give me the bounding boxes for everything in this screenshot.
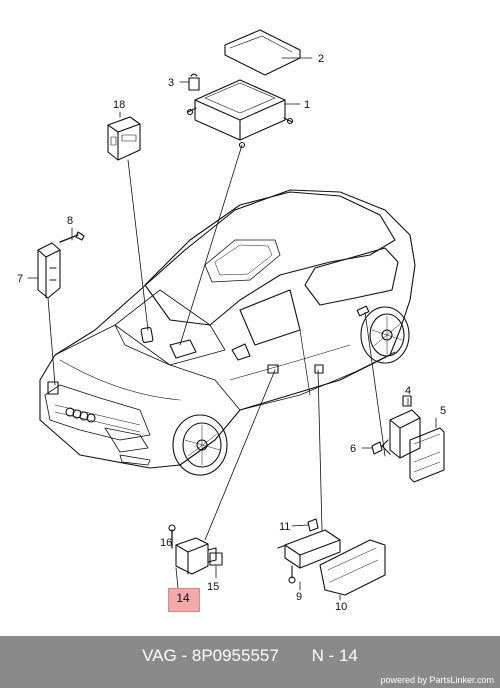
highlighted-part-box[interactable] xyxy=(168,588,200,612)
control-unit-part-1 xyxy=(186,79,294,149)
callout-5: 5 xyxy=(440,405,446,417)
switch-part-18 xyxy=(107,116,141,161)
callout-4: 4 xyxy=(405,385,411,397)
callout-6: 6 xyxy=(350,443,356,455)
bolt-part-8 xyxy=(59,234,79,243)
bracket-part-10 xyxy=(319,539,386,596)
part-number[interactable]: 8P0955557 xyxy=(191,646,279,665)
cover-part-5 xyxy=(409,427,445,483)
callout-8: 8 xyxy=(67,215,73,227)
brand-text: VAG - xyxy=(142,646,192,665)
brand-label: VAG - 8P0955557 xyxy=(142,646,279,665)
car-illustration xyxy=(39,189,416,476)
screw-part-11 xyxy=(307,518,319,532)
callout-3: 3 xyxy=(168,77,174,89)
callout-15: 15 xyxy=(207,581,219,593)
callout-10: 10 xyxy=(335,601,347,613)
bolt-part-6 xyxy=(371,441,383,455)
callout-9: 9 xyxy=(296,591,302,603)
credit-link[interactable]: powered by PartsLinker.com xyxy=(380,675,494,685)
position-label: N - 14 xyxy=(311,646,358,665)
door-sensor-part-9 xyxy=(277,529,341,584)
parts-diagram: 2 1 3 18 8 7 4 5 6 11 9 10 16 15 xyxy=(17,29,446,613)
nut-part-3 xyxy=(188,77,200,91)
callout-2: 2 xyxy=(318,53,324,65)
callout-7: 7 xyxy=(17,273,23,285)
side-sensor-part-4 xyxy=(381,395,421,459)
front-sensor-part-7 xyxy=(37,242,61,299)
highlighted-part-label: 14 xyxy=(176,591,190,605)
callout-1: 1 xyxy=(304,99,310,111)
pad-part-2 xyxy=(224,29,301,76)
part-info: VAG - 8P0955557 N - 14 xyxy=(0,646,500,666)
nut-part-15 xyxy=(209,552,223,566)
leader-lines xyxy=(27,57,437,601)
callout-18: 18 xyxy=(113,99,125,111)
crash-sensor-part-14 xyxy=(175,537,217,575)
callout-11: 11 xyxy=(279,521,290,533)
callout-16: 16 xyxy=(160,537,172,549)
footer-bar: VAG - 8P0955557 N - 14 powered by PartsL… xyxy=(0,636,500,688)
